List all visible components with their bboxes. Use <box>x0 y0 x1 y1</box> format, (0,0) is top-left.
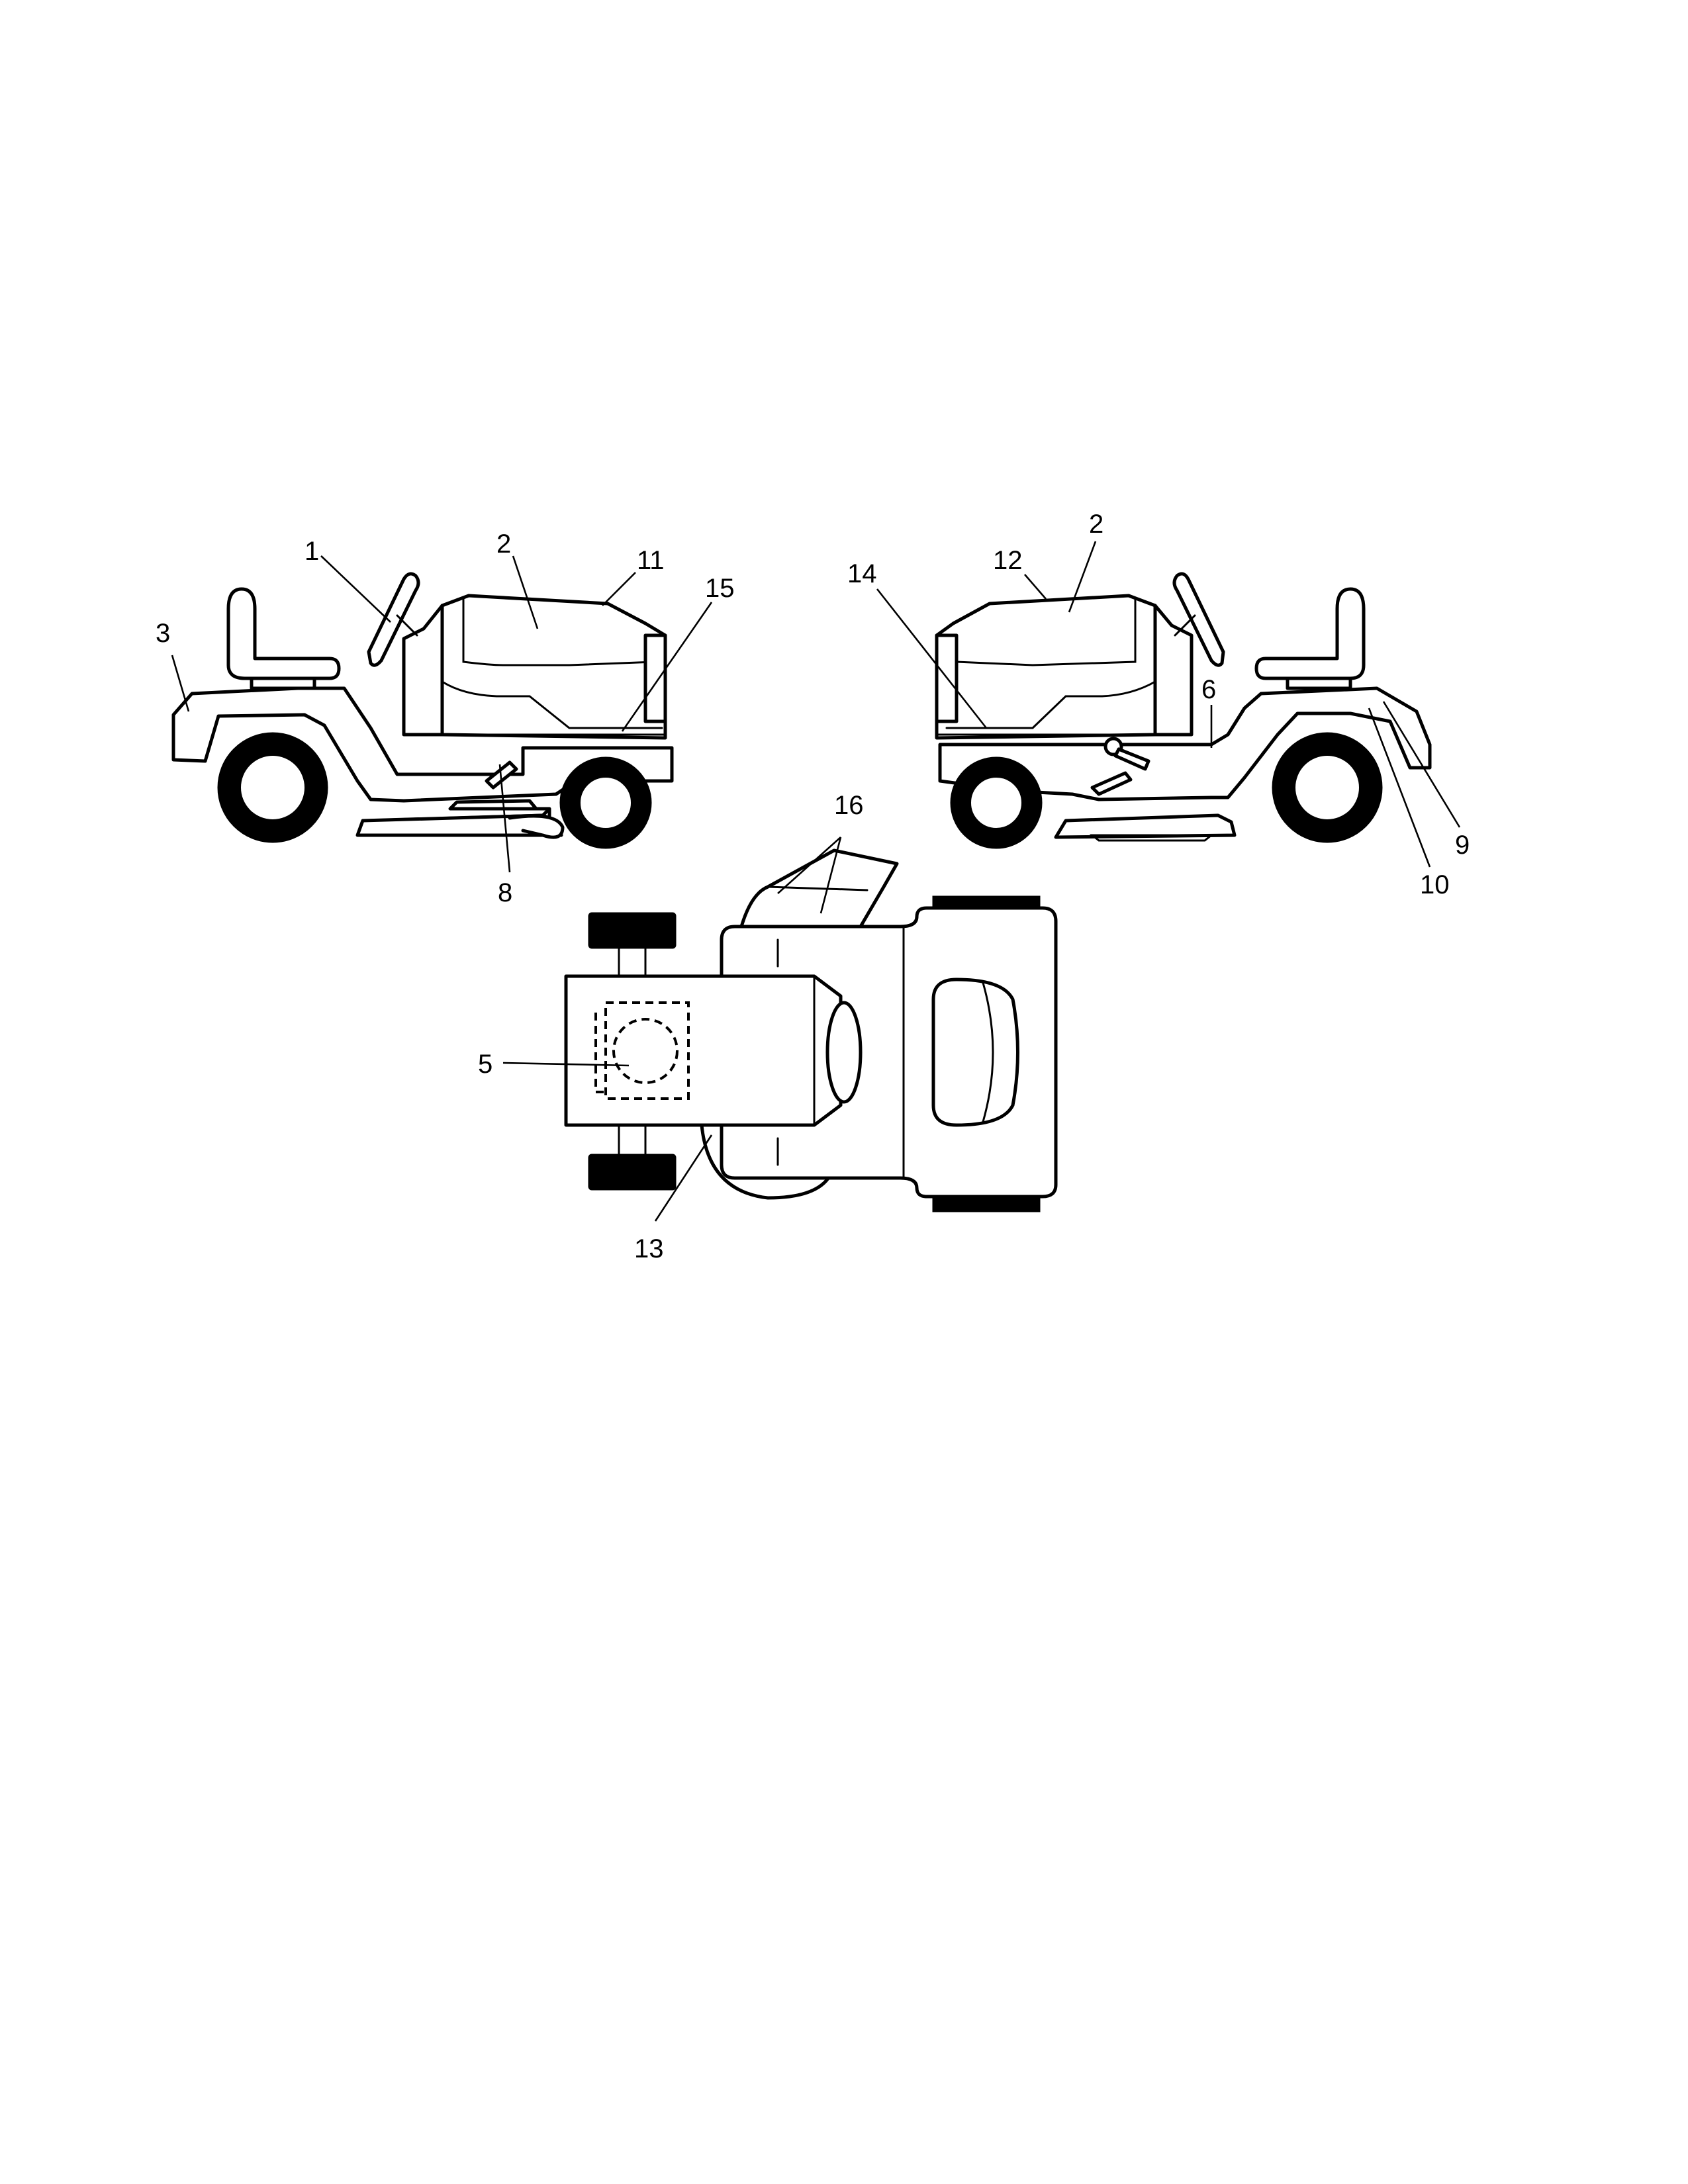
leader-lines <box>171 541 1461 1222</box>
front-wheel-bottom <box>588 1154 677 1191</box>
callout-10: 10 <box>1420 870 1450 899</box>
hood-top <box>564 974 843 1127</box>
tractor-top-view <box>564 848 1058 1212</box>
mower-deck <box>1054 813 1237 842</box>
leader-10 <box>1368 707 1431 868</box>
steering-column-top <box>825 1001 863 1104</box>
leader-15 <box>621 602 713 732</box>
leader-13 <box>654 1134 713 1222</box>
leader-16b <box>777 837 841 894</box>
callout-14: 14 <box>847 559 877 588</box>
leader-11 <box>602 572 636 606</box>
tractor-left-side-view <box>171 572 674 849</box>
callout-8: 8 <box>498 878 512 907</box>
rear-wheel <box>1272 732 1383 843</box>
leader-9 <box>1382 701 1461 828</box>
callout-5: 5 <box>478 1050 492 1079</box>
leader-3 <box>171 655 190 712</box>
leader-12 <box>1024 574 1047 600</box>
leader-5 <box>502 1062 630 1067</box>
callout-1: 1 <box>305 537 319 566</box>
front-wheel-top <box>588 912 677 949</box>
callout-3: 3 <box>156 619 170 648</box>
front-wheel <box>950 756 1043 849</box>
rear-wheel <box>217 732 328 843</box>
leader-1 <box>320 555 391 623</box>
tractor-body <box>171 572 674 803</box>
front-wheel <box>559 756 652 849</box>
callout-11: 11 <box>637 546 665 575</box>
callout-6: 6 <box>1201 675 1216 704</box>
callout-labels: 1 2 3 11 15 8 2 12 14 6 9 10 16 5 13 <box>156 510 1470 1263</box>
tractor-right-side-view <box>935 572 1432 849</box>
leader-14 <box>876 588 988 729</box>
callout-2: 2 <box>1089 510 1103 539</box>
callout-12: 12 <box>993 546 1023 575</box>
mower-deck <box>355 799 565 839</box>
rear-wheel-bottom <box>932 1195 1041 1212</box>
callout-2: 2 <box>496 529 511 559</box>
callout-16: 16 <box>834 791 864 820</box>
leader-2a <box>512 555 539 629</box>
seat-top <box>931 978 1019 1127</box>
leader-8 <box>498 764 511 873</box>
callout-9: 9 <box>1455 831 1470 860</box>
callout-13: 13 <box>634 1234 664 1263</box>
leader-16a <box>820 837 842 914</box>
leader-2b <box>1068 541 1097 613</box>
engine-outline <box>594 1001 690 1100</box>
discharge-chute <box>739 848 899 929</box>
callout-15: 15 <box>705 574 735 603</box>
